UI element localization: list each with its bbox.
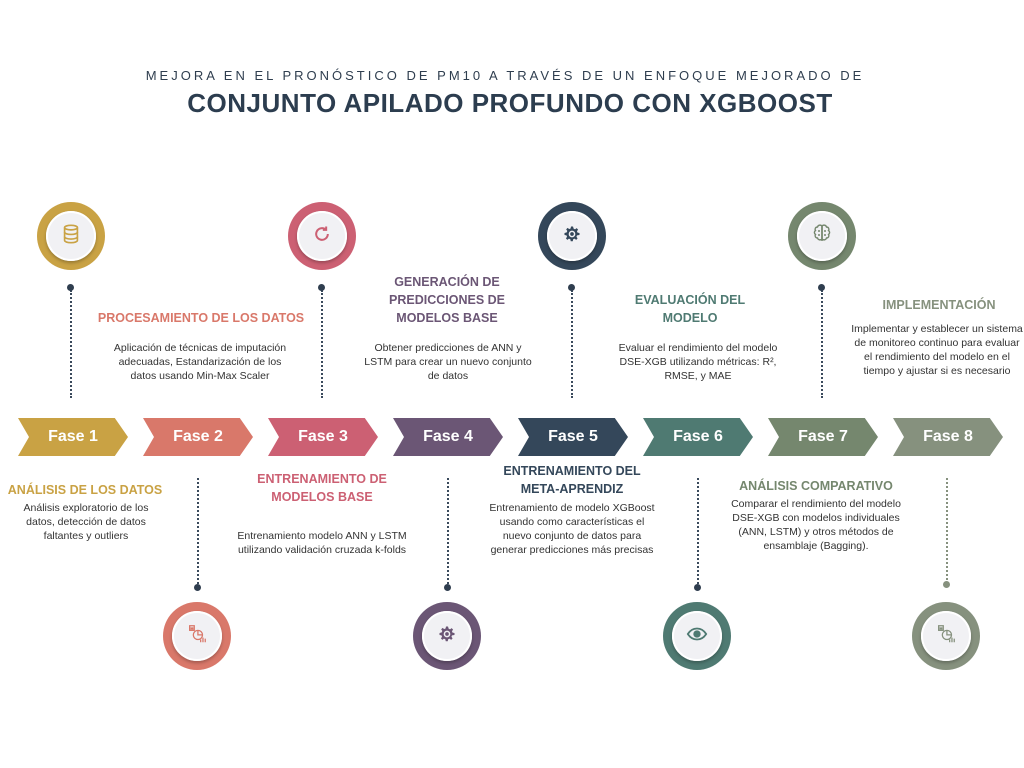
connector-line <box>571 290 573 398</box>
phase-arrow-6: Fase 6 <box>643 418 753 456</box>
phase-arrow-7: Fase 7 <box>768 418 878 456</box>
connector-line <box>821 290 823 398</box>
step-5-icon-circle <box>538 202 606 270</box>
brain-icon <box>810 222 834 251</box>
step-5-description: Entrenamiento de modelo XGBoost usando c… <box>489 502 655 556</box>
connector-dot <box>818 284 825 291</box>
phase-arrow-8: Fase 8 <box>893 418 1003 456</box>
step-4-heading: GENERACIÓN DE PREDICCIONES DE MODELOS BA… <box>389 275 505 325</box>
eye-icon <box>686 623 708 650</box>
database-icon <box>60 223 82 250</box>
step-6-heading: EVALUACIÓN DEL MODELO <box>634 293 746 325</box>
step-1-heading: ANÁLISIS DE LOS DATOS <box>7 483 163 497</box>
phase-arrow-5: Fase 5 <box>518 418 628 456</box>
connector-dot <box>194 584 201 591</box>
step-4-description: Obtener predicciones de ANN y LSTM para … <box>364 342 532 382</box>
connector-dot <box>67 284 74 291</box>
connector-dot <box>568 284 575 291</box>
step-3-description: Entrenamiento modelo ANN y LSTM utilizan… <box>237 530 407 556</box>
connector-line <box>70 290 72 398</box>
step-8-heading: IMPLEMENTACIÓN <box>882 298 996 312</box>
connector-line <box>197 478 199 584</box>
step-1-description: Análisis exploratorio de los datos, dete… <box>23 502 149 542</box>
step-6-icon-circle <box>663 602 731 670</box>
gear-icon <box>562 224 582 249</box>
connector-dot <box>318 284 325 291</box>
step-6-description: Evaluar el rendimiento del modelo DSE-XG… <box>618 342 778 382</box>
gear-icon <box>437 624 457 649</box>
step-2-heading: PROCESAMIENTO DE LOS DATOS <box>97 311 305 325</box>
step-3-icon-circle <box>288 202 356 270</box>
step-7-description: Comparar el rendimiento del modelo DSE-X… <box>731 498 901 552</box>
step-7-heading: ANÁLISIS COMPARATIVO <box>739 479 893 493</box>
connector-dot <box>694 584 701 591</box>
diagram-subtitle: MEJORA EN EL PRONÓSTICO DE PM10 A TRAVÉS… <box>145 68 865 83</box>
step-1-icon-circle <box>37 202 105 270</box>
connector-line <box>946 478 948 584</box>
step-4-icon-circle <box>413 602 481 670</box>
step-7-icon-circle <box>788 202 856 270</box>
phase-arrow-4: Fase 4 <box>393 418 503 456</box>
step-8-icon-circle <box>912 602 980 670</box>
step-8-description: Implementar y establecer un sistema de m… <box>851 323 1023 377</box>
connector-line <box>697 478 699 584</box>
step-2-description: Aplicación de técnicas de imputación ade… <box>113 342 287 382</box>
step-3-heading: ENTRENAMIENTO DE MODELOS BASE <box>257 472 387 504</box>
connector-line <box>321 290 323 398</box>
refresh-icon <box>312 224 332 249</box>
chart-document-icon <box>935 623 957 650</box>
connector-dot <box>444 584 451 591</box>
step-2-icon-circle <box>163 602 231 670</box>
phase-arrow-2: Fase 2 <box>143 418 253 456</box>
chart-document-icon <box>186 623 208 650</box>
connector-line <box>447 478 449 584</box>
connector-dot <box>943 581 950 588</box>
step-5-heading: ENTRENAMIENTO DEL META-APRENDIZ <box>503 464 641 496</box>
phase-arrow-3: Fase 3 <box>268 418 378 456</box>
phase-arrow-1: Fase 1 <box>18 418 128 456</box>
diagram-title: CONJUNTO APILADO PROFUNDO CON XGBOOST <box>187 88 833 118</box>
